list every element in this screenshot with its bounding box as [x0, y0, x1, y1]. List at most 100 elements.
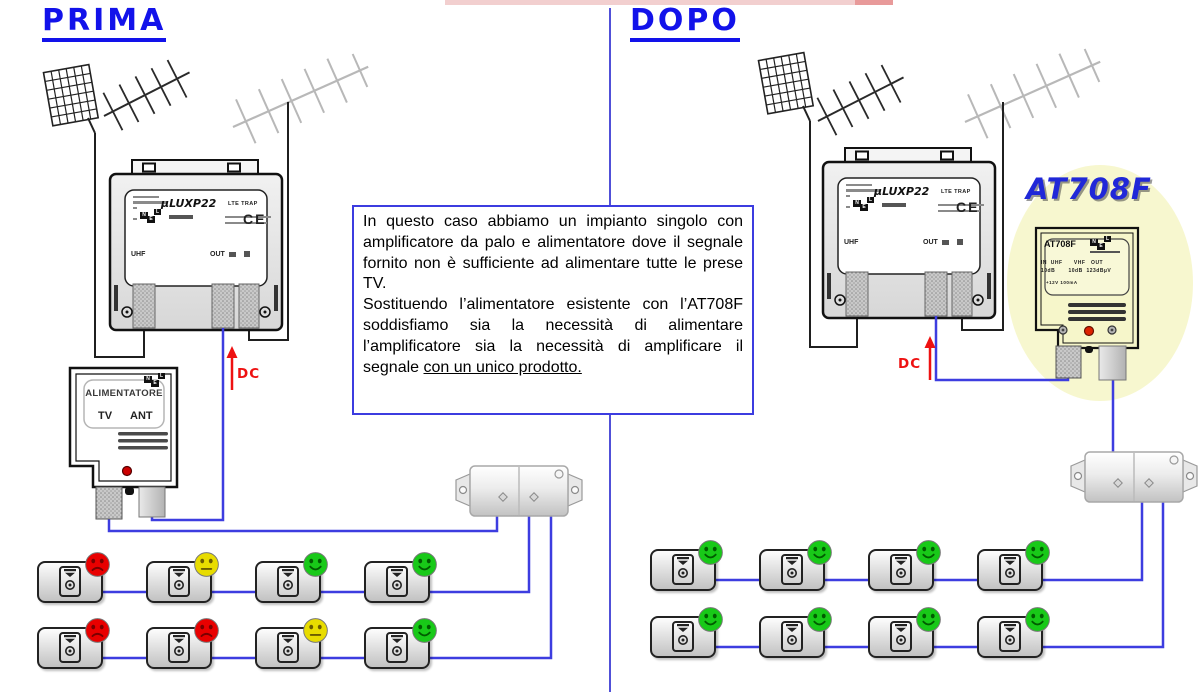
outlet-socket-icon — [895, 624, 907, 645]
coax-cable — [248, 102, 289, 341]
signal-wires — [70, 316, 1165, 660]
tv-outlet — [255, 552, 328, 603]
splitter — [455, 465, 583, 517]
coax-cable — [809, 121, 858, 348]
outlet-row — [650, 607, 1050, 658]
scan-artifact — [855, 0, 893, 5]
outlet-connector-panel — [999, 554, 1021, 585]
tv-outlet — [650, 540, 723, 591]
amplifier-feature: LTE TRAP — [228, 201, 258, 207]
amplifier-out-port-label: OUT — [210, 251, 225, 258]
yagi-antenna-far — [954, 38, 1112, 146]
psu-tv-port-label: TV — [98, 410, 113, 422]
outlet-socket-icon — [391, 635, 403, 656]
outlet-socket-icon — [282, 569, 294, 590]
tv-outlet — [977, 607, 1050, 658]
outlet-socket-icon — [173, 635, 185, 656]
outlet-socket-icon — [895, 557, 907, 578]
tv-outlet — [364, 618, 437, 669]
coax-wire — [70, 514, 531, 594]
outlet-socket-icon — [786, 557, 798, 578]
outlet-socket-icon — [786, 624, 798, 645]
outlet-socket-icon — [677, 557, 689, 578]
booster-spec-line: IN UHF VHF OUT — [1041, 260, 1104, 266]
smiley-face-sad-icon — [194, 618, 219, 643]
outlet-socket-icon — [677, 624, 689, 645]
outlet-connector-panel — [781, 621, 803, 652]
tv-outlet — [868, 540, 941, 591]
psu-ant-port-label: ANT — [130, 410, 153, 422]
outlet-row — [37, 552, 437, 603]
outlet-socket-icon — [282, 635, 294, 656]
outlet-connector-panel — [277, 566, 299, 597]
coax-wire — [107, 514, 499, 533]
coax-cable — [961, 102, 1004, 331]
outlet-connector-panel — [386, 566, 408, 597]
smiley-face-happy-icon — [412, 618, 437, 643]
tv-outlet — [255, 618, 328, 669]
outlet-socket-icon — [64, 635, 76, 656]
tv-outlet — [37, 552, 110, 603]
smiley-face-happy-icon — [916, 607, 941, 632]
antenna-cables — [94, 102, 1004, 358]
tv-outlet — [759, 607, 832, 658]
smiley-face-happy-icon — [1025, 540, 1050, 565]
smiley-face-happy-icon — [303, 552, 328, 577]
outlet-socket-icon — [1004, 557, 1016, 578]
note-underlined-phrase: con un unico prodotto. — [423, 358, 582, 376]
tv-outlet — [977, 540, 1050, 591]
smiley-face-sad-icon — [85, 552, 110, 577]
smiley-face-neutral-icon — [194, 552, 219, 577]
amplifier-model: µLUXP22 — [161, 197, 217, 210]
smiley-face-happy-icon — [1025, 607, 1050, 632]
booster-model: AT708F — [1044, 239, 1076, 249]
amplifier-uhf-port-label: UHF — [844, 239, 859, 246]
amplifier-out-port-label: OUT — [923, 239, 938, 246]
outlet-connector-panel — [168, 632, 190, 663]
outlet-connector-panel — [59, 632, 81, 663]
section-title-prima: PRIMA — [42, 5, 167, 42]
tv-outlet — [146, 552, 219, 603]
section-title-dopo: DOPO — [630, 5, 740, 42]
outlet-connector-panel — [672, 554, 694, 585]
yagi-antenna — [93, 52, 201, 136]
yagi-antenna-far — [222, 43, 380, 151]
coax-cable — [94, 133, 145, 358]
smiley-face-happy-icon — [698, 607, 723, 632]
coax-wire — [690, 500, 1144, 582]
amplifier-model: µLUXP22 — [874, 185, 930, 198]
booster-spec-line: +12V 100mA — [1046, 280, 1078, 285]
amplifier-feature: LTE TRAP — [941, 189, 971, 195]
outlet-socket-icon — [391, 569, 403, 590]
power-led — [1083, 325, 1095, 337]
smiley-face-neutral-icon — [303, 618, 328, 643]
outlet-connector-panel — [999, 621, 1021, 652]
outlet-connector-panel — [890, 554, 912, 585]
dc-label: DC — [898, 356, 922, 372]
outlet-connector-panel — [168, 566, 190, 597]
tv-outlet — [759, 540, 832, 591]
outlet-connector-panel — [672, 621, 694, 652]
grid-antenna — [757, 51, 815, 123]
outlet-socket-icon — [173, 569, 185, 590]
outlet-socket-icon — [1004, 624, 1016, 645]
booster-spec-line: 10dB 10dB 123dBµV — [1041, 268, 1112, 274]
outlet-row — [650, 540, 1050, 591]
outlet-connector-panel — [277, 632, 299, 663]
booster-unit — [1034, 226, 1140, 381]
tv-outlet — [37, 618, 110, 669]
amplifier-uhf-port-label: UHF — [131, 251, 146, 258]
coax-wire — [70, 514, 553, 660]
tv-outlet — [146, 618, 219, 669]
ce-mark: CE — [243, 211, 267, 227]
outlet-connector-panel — [59, 566, 81, 597]
coax-wire — [690, 500, 1165, 649]
note-paragraph-1: In questo caso abbiamo un impianto singo… — [363, 213, 743, 293]
tv-outlet — [650, 607, 723, 658]
